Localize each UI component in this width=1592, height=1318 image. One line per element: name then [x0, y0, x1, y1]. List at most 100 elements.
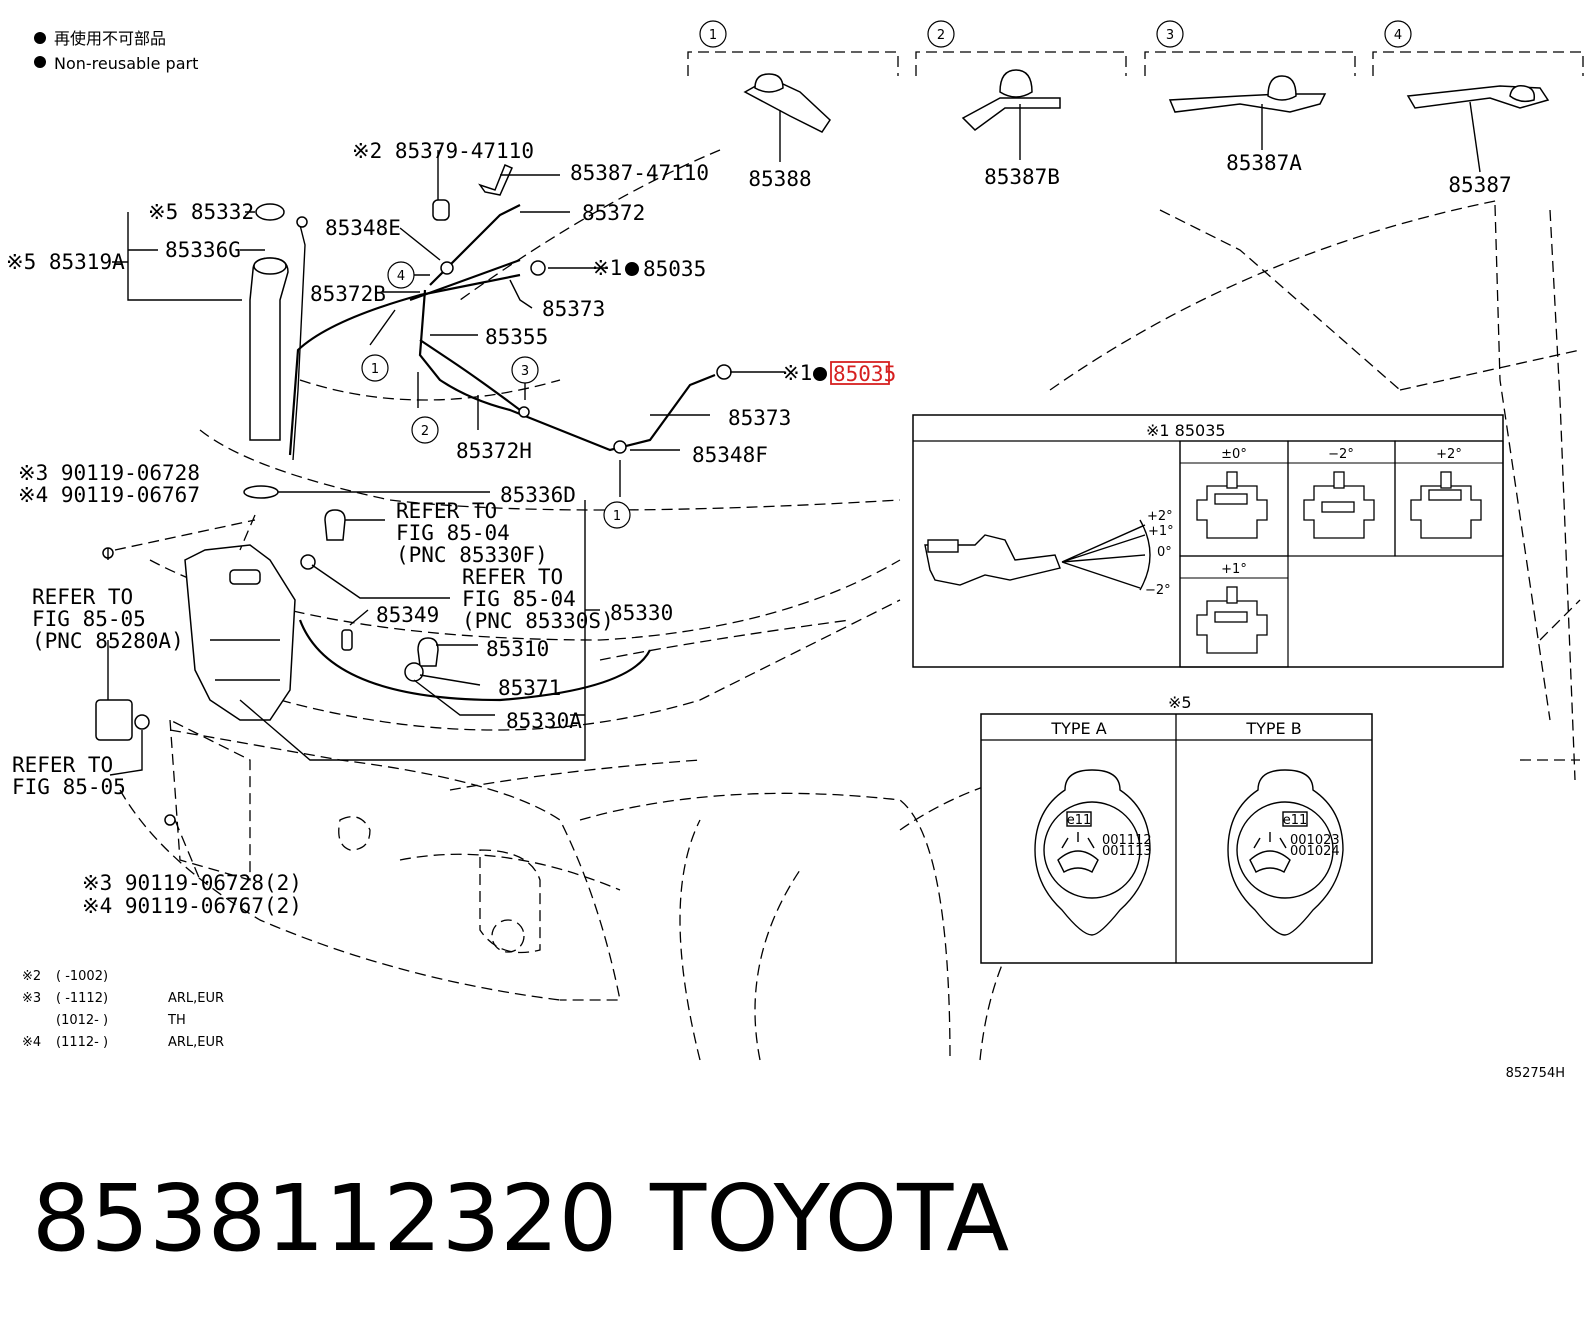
svg-text:ARL,EUR: ARL,EUR	[168, 991, 224, 1006]
variant-number: 2	[937, 28, 945, 43]
label-90119-06767: ※4 90119-06767	[18, 483, 200, 507]
variant-2[interactable]: 2 85387B	[915, 20, 1127, 189]
legend: 再使用不可部品 Non-reusable part	[34, 29, 198, 73]
part-label-85387B: 85387B	[984, 165, 1060, 189]
washer-cap-type-b-icon	[1227, 769, 1344, 936]
svg-text:2: 2	[421, 424, 429, 439]
label-85336G: 85336G	[165, 238, 241, 262]
bullet-icon	[625, 262, 639, 276]
figure-code: 852754H	[1506, 1066, 1565, 1081]
legend-en: Non-reusable part	[54, 54, 198, 73]
svg-text:0°: 0°	[1157, 545, 1172, 560]
label-85387-47110: 85387-47110	[570, 161, 709, 185]
refer-block-1: REFER TO FIG 85-04 (PNC 85330F)	[396, 499, 548, 567]
svg-text:+2°: +2°	[1147, 509, 1173, 524]
variant-number: 4	[1394, 28, 1402, 43]
variant-number: 3	[1166, 28, 1174, 43]
highlight-box	[830, 361, 890, 385]
type-b-label: TYPE B	[1245, 719, 1301, 738]
nozzle-view-icon	[1410, 471, 1482, 539]
product-title: 8538112320 TOYOTA	[32, 1165, 1009, 1272]
nozzle-view-icon	[1303, 471, 1375, 539]
svg-text:( -1002): ( -1002)	[56, 969, 108, 984]
type-a-label: TYPE A	[1050, 719, 1106, 738]
variant-number: 1	[709, 28, 717, 43]
label-85379-47110: ※2 85379-47110	[352, 139, 534, 163]
svg-text:REFER TO: REFER TO	[462, 565, 563, 589]
svg-text:(1112- ): (1112- )	[56, 1035, 108, 1050]
svg-text:FIG 85-05: FIG 85-05	[12, 775, 126, 799]
inset-85035-title: ※1 85035	[1146, 421, 1226, 440]
svg-text:+1°: +1°	[1148, 524, 1174, 539]
svg-text:(PNC 85280A): (PNC 85280A)	[32, 629, 184, 653]
label-85035b-mark: ※1	[782, 361, 812, 385]
label-85348E: 85348E	[325, 216, 401, 240]
svg-text:−2°: −2°	[1328, 447, 1354, 462]
svg-text:001023: 001023	[1290, 833, 1340, 848]
variant-3[interactable]: 3 85387A	[1144, 20, 1356, 175]
cap-icon	[255, 203, 285, 221]
screw-icon	[164, 814, 176, 826]
svg-text:※2: ※2	[22, 969, 41, 984]
check-valve-icon	[432, 199, 450, 221]
svg-text:±0°: ±0°	[1221, 447, 1247, 462]
svg-text:+1°: +1°	[1221, 562, 1247, 577]
svg-text:(PNC 85330S): (PNC 85330S)	[462, 609, 614, 633]
label-85330A: 85330A	[506, 709, 582, 733]
callout-labels: ※2 85379-47110 85387-47110 ※5 85332 8534…	[6, 139, 896, 918]
svg-text:+2°: +2°	[1436, 447, 1462, 462]
label-85371: 85371	[498, 676, 561, 700]
bullet-icon	[34, 56, 46, 68]
label-85372: 85372	[582, 201, 645, 225]
circle-markers: 4 1 3 2 1	[361, 261, 631, 529]
washer-assembly	[95, 164, 732, 881]
brand-name: TOYOTA	[649, 1165, 1009, 1272]
label-85336D: 85336D	[500, 483, 576, 507]
label-85332: ※5 85332	[148, 200, 254, 224]
variant-row: 1 85388 2 85387B 3 85387A	[687, 20, 1584, 197]
label-85373a: 85373	[542, 297, 605, 321]
variant-4[interactable]: 4 85387	[1372, 20, 1584, 197]
label-85349: 85349	[376, 603, 439, 627]
label-90119-06728-2: ※3 90119-06728(2)	[82, 871, 302, 895]
label-85373b: 85373	[728, 406, 791, 430]
washer-cap-type-a-icon	[1034, 769, 1151, 936]
svg-text:4: 4	[397, 269, 405, 284]
svg-text:(1012- ): (1012- )	[56, 1013, 108, 1028]
variant-number-marker	[1384, 20, 1412, 48]
svg-text:( -1112): ( -1112)	[56, 991, 108, 1006]
svg-text:1: 1	[371, 362, 379, 377]
svg-text:ARL,EUR: ARL,EUR	[168, 1035, 224, 1050]
inset-types: ※5 TYPE A TYPE B e11 001112 001113 e11 0…	[980, 693, 1373, 964]
refer-block-2: REFER TO FIG 85-04 (PNC 85330S)	[462, 565, 614, 633]
svg-text:001112: 001112	[1102, 833, 1152, 848]
svg-text:−2°: −2°	[1145, 583, 1171, 598]
variant-number-marker	[1156, 20, 1184, 48]
inset-85035: ※1 85035 ±0° −2° +2° +1°	[912, 414, 1504, 668]
svg-text:FIG 85-05: FIG 85-05	[32, 607, 146, 631]
label-85035b-highlighted[interactable]: 85035	[833, 362, 896, 386]
svg-text:REFER TO: REFER TO	[32, 585, 133, 609]
label-85372B: 85372B	[310, 282, 386, 306]
svg-text:REFER TO: REFER TO	[396, 499, 497, 523]
part-number: 8538112320	[32, 1165, 617, 1272]
svg-text:TH: TH	[167, 1013, 186, 1028]
svg-text:※3: ※3	[22, 991, 41, 1006]
variant-number-marker	[927, 20, 955, 48]
bullet-icon	[813, 367, 827, 381]
part-label-85387A: 85387A	[1226, 151, 1302, 175]
svg-text:FIG 85-04: FIG 85-04	[396, 521, 510, 545]
svg-text:3: 3	[521, 364, 529, 379]
variant-number-marker	[699, 20, 727, 48]
bullet-icon	[34, 32, 46, 44]
svg-text:REFER TO: REFER TO	[12, 753, 113, 777]
svg-text:※4: ※4	[22, 1035, 41, 1050]
variant-1[interactable]: 1 85388	[687, 20, 899, 191]
nozzle-view-icon	[1196, 586, 1268, 654]
label-85035a: 85035	[643, 257, 706, 281]
label-85372H: 85372H	[456, 439, 532, 463]
svg-text:e11: e11	[1067, 813, 1092, 828]
svg-text:001113: 001113	[1102, 844, 1152, 859]
legend-jp: 再使用不可部品	[54, 29, 166, 48]
